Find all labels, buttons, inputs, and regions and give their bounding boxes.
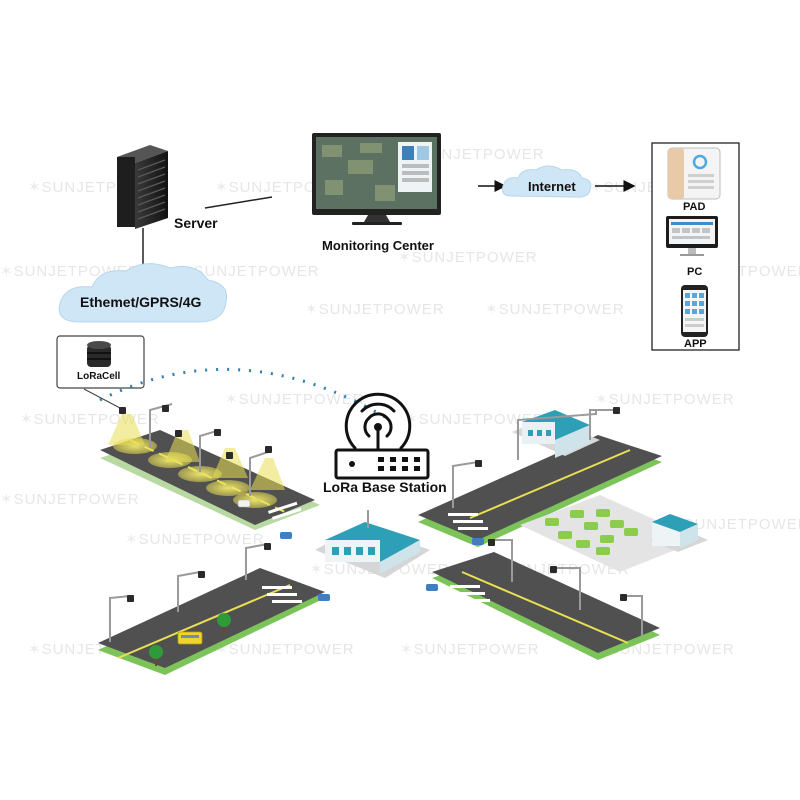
monitoring-center-label: Monitoring Center xyxy=(322,238,434,253)
router-icon xyxy=(334,430,430,480)
pad-label: PAD xyxy=(683,201,706,213)
parking-lot xyxy=(520,495,700,572)
watermark: SUNJETPOWER xyxy=(398,248,538,266)
monitor-icon xyxy=(312,133,441,225)
road-northwest xyxy=(100,414,320,530)
road-southeast xyxy=(432,552,660,660)
road-southwest xyxy=(98,568,325,675)
network-label: Ethemet/GPRS/4G xyxy=(80,294,202,310)
watermark: SUNJETPOWER xyxy=(125,530,265,548)
watermark: SUNJETPOWER xyxy=(670,515,800,533)
watermark: SUNJETPOWER xyxy=(225,390,365,408)
wifi-signal-icon xyxy=(344,392,412,450)
loracell-icon xyxy=(87,341,111,367)
car-icon xyxy=(545,509,638,555)
desktop-icon xyxy=(666,216,718,256)
road-northeast xyxy=(418,435,662,547)
bus-icon xyxy=(177,631,203,645)
watermark: SUNJETPOWER xyxy=(485,300,625,318)
watermark: SUNJETPOWER xyxy=(405,145,545,163)
watermark: SUNJETPOWER xyxy=(400,640,540,658)
tree-icon xyxy=(149,613,231,666)
watermark: SUNJETPOWER xyxy=(595,390,735,408)
server-label: Server xyxy=(174,215,218,231)
car-icon xyxy=(237,499,484,601)
link-server-monitor xyxy=(204,196,273,209)
phone-icon xyxy=(681,285,708,337)
base-station-label: LoRa Base Station xyxy=(323,479,447,495)
cloud-icon xyxy=(58,263,228,323)
tablet-icon xyxy=(667,147,721,200)
building-icon xyxy=(315,410,708,578)
lamp-heads xyxy=(119,405,627,602)
cloud-icon xyxy=(501,165,592,198)
pc-label: PC xyxy=(687,266,703,278)
watermark: SUNJETPOWER xyxy=(305,300,445,318)
internet-label: Internet xyxy=(528,179,576,194)
watermark: SUNJETPOWER xyxy=(405,410,545,428)
watermark: SUNJETPOWER xyxy=(215,640,355,658)
street-lamp-icon xyxy=(109,403,643,642)
watermark: SUNJETPOWER xyxy=(180,262,320,280)
watermark: SUNJETPOWER xyxy=(595,640,735,658)
inset-pointer xyxy=(83,388,121,409)
app-label: APP xyxy=(684,338,707,350)
watermark: SUNJETPOWER xyxy=(0,490,140,508)
server-rack-icon xyxy=(117,145,168,229)
loracell-label: LoRaCell xyxy=(77,371,121,382)
